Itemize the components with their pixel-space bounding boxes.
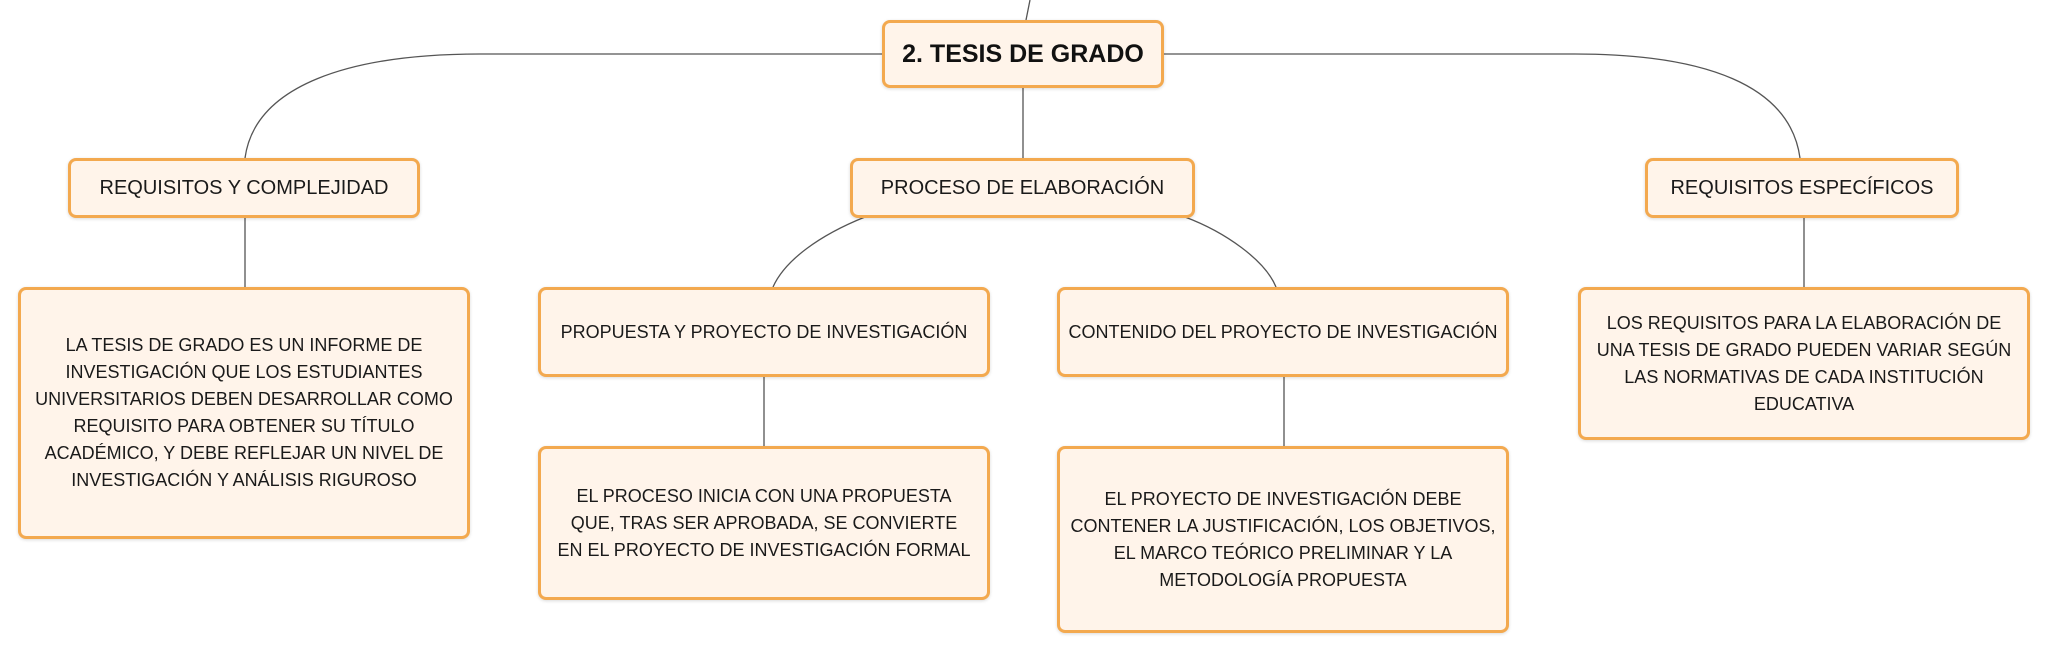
- branch-node-requisitos-especificos[interactable]: REQUISITOS ESPECÍFICOS: [1645, 158, 1959, 218]
- text-node-content: EL PROCESO INICIA CON UNA PROPUESTA QUE,…: [557, 485, 971, 560]
- text-node-requisitos-complejidad[interactable]: LA TESIS DE GRADO ES UN INFORME DE INVES…: [18, 287, 470, 539]
- text-node-content: EL PROYECTO DE INVESTIGACIÓN DEBE CONTEN…: [1070, 488, 1496, 590]
- root-node-label: 2. TESIS DE GRADO: [902, 39, 1144, 68]
- branch-node-label: REQUISITOS ESPECÍFICOS: [1670, 176, 1934, 199]
- root-node[interactable]: 2. TESIS DE GRADO: [882, 20, 1164, 88]
- text-node-requisitos-especificos[interactable]: LOS REQUISITOS PARA LA ELABORACIÓN DE UN…: [1578, 287, 2030, 440]
- connector-center-sub1: [772, 216, 866, 288]
- branch-node-proceso-elaboracion[interactable]: PROCESO DE ELABORACIÓN: [850, 158, 1195, 218]
- sub-node-label: PROPUESTA Y PROYECTO DE INVESTIGACIÓN: [560, 321, 968, 342]
- branch-node-label: REQUISITOS Y COMPLEJIDAD: [99, 176, 389, 199]
- text-node-content: LA TESIS DE GRADO ES UN INFORME DE INVES…: [35, 335, 453, 490]
- connector-root-right: [1164, 53, 1801, 159]
- branch-node-requisitos-complejidad[interactable]: REQUISITOS Y COMPLEJIDAD: [68, 158, 420, 218]
- connector-center-sub2: [1184, 216, 1277, 288]
- branch-node-label: PROCESO DE ELABORACIÓN: [880, 176, 1165, 199]
- connector-parent-root: [1025, 0, 1031, 21]
- sub-node-propuesta-proyecto[interactable]: PROPUESTA Y PROYECTO DE INVESTIGACIÓN: [538, 287, 990, 377]
- text-node-propuesta-proyecto[interactable]: EL PROCESO INICIA CON UNA PROPUESTA QUE,…: [538, 446, 990, 600]
- sub-node-contenido-proyecto[interactable]: CONTENIDO DEL PROYECTO DE INVESTIGACIÓN: [1057, 287, 1509, 377]
- text-node-content: LOS REQUISITOS PARA LA ELABORACIÓN DE UN…: [1596, 312, 2012, 414]
- sub-node-label: CONTENIDO DEL PROYECTO DE INVESTIGACIÓN: [1068, 321, 1498, 342]
- text-node-contenido-proyecto[interactable]: EL PROYECTO DE INVESTIGACIÓN DEBE CONTEN…: [1057, 446, 1509, 633]
- connector-root-left: [244, 53, 882, 159]
